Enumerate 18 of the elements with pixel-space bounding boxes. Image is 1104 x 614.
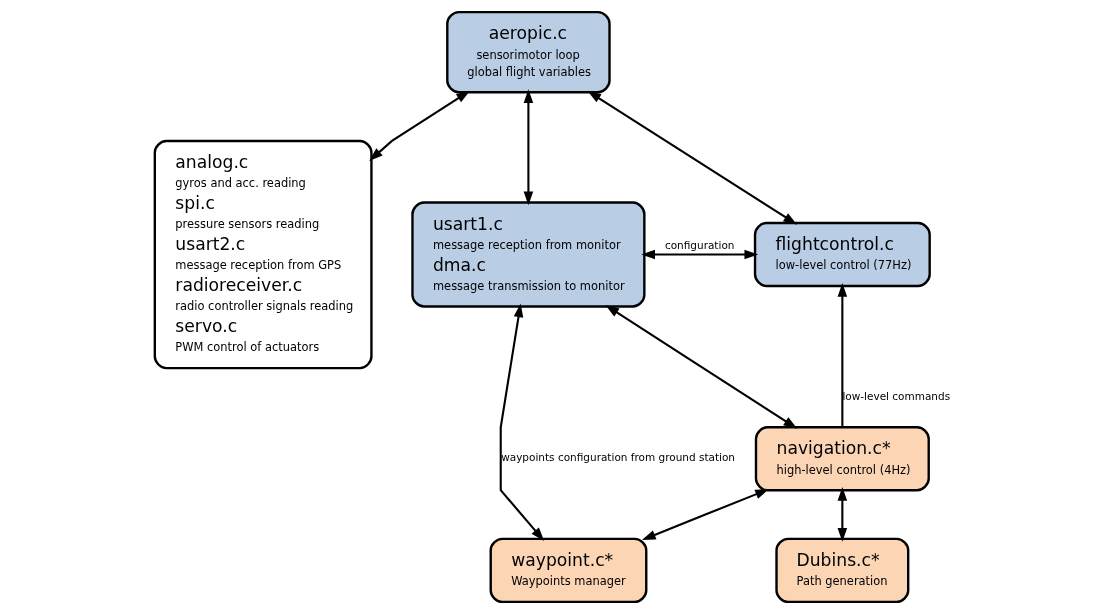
node-box: Dubins.c* Path generation <box>774 537 909 604</box>
node-box: flightcontrol.c low-level control (77Hz) <box>753 221 931 288</box>
arrow <box>586 90 797 225</box>
arrow <box>837 283 847 428</box>
node-box: usart1.c message reception from monitor dma.c message transmission to monitor <box>410 201 646 308</box>
node-box: waypoint.c* Waypoints manager <box>489 537 647 604</box>
arrow <box>640 249 758 260</box>
arrow <box>837 487 847 542</box>
arrow <box>523 89 533 206</box>
arrow <box>604 305 797 429</box>
edge-label: configuration <box>664 238 734 251</box>
arrow <box>499 303 544 541</box>
node-box: navigation.c* high-level control (4Hz) <box>754 426 930 492</box>
edge-label: low-level commands <box>841 390 950 403</box>
node-box: analog.c gyros and acc. reading spi.c pressure sensors reading usart2.c message reception from GPS radioreceiver.c radio controller signals reading servo.c PWM control of actuators <box>153 139 373 370</box>
node-box: aeropic.c sensorimotor loop global flight variables <box>445 10 611 94</box>
arrow <box>368 90 470 161</box>
arrow <box>641 489 769 540</box>
